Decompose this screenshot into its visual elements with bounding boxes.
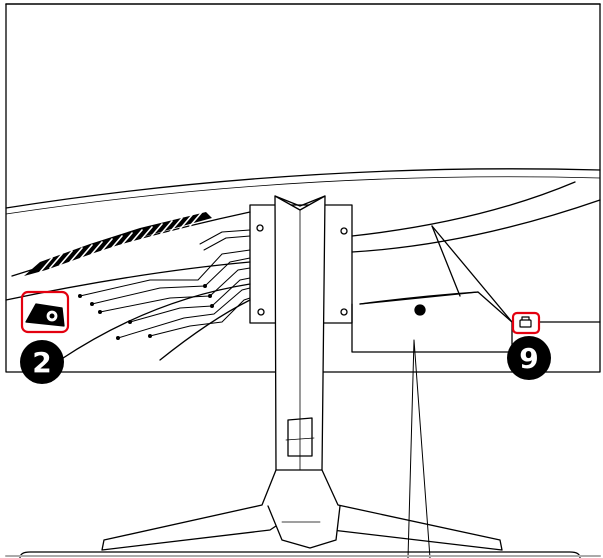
kensington-lock-highlight <box>511 311 541 335</box>
callout-badge <box>507 336 551 380</box>
callout-number: 9 <box>519 342 538 375</box>
kensington-lock-slot <box>511 311 541 335</box>
neck-top-bevel <box>274 195 326 207</box>
stand-neck <box>274 195 326 471</box>
vent-grille-gaps <box>39 211 203 273</box>
rear-sweep-left-2 <box>159 299 251 361</box>
port-cover-box <box>351 291 513 353</box>
vesa-screw-icon <box>256 224 264 232</box>
port-cover-panel <box>351 225 601 353</box>
rear-sweep-left <box>59 283 251 361</box>
lock-icon <box>519 319 532 328</box>
port-cover-top <box>359 291 479 305</box>
vesa-screw-icon <box>340 308 348 316</box>
port-cover-diagonal <box>431 225 513 323</box>
port-cover-edge <box>431 225 461 297</box>
rear-panel-contour-bottom <box>5 261 251 301</box>
callout-9: 9 <box>507 336 551 380</box>
screw-hole <box>414 304 426 316</box>
callout-badge <box>20 340 64 384</box>
joystick-highlight <box>20 290 70 334</box>
leader-line-center <box>407 339 431 558</box>
stand-leg-left <box>101 469 283 551</box>
joystick-button <box>20 290 70 334</box>
curved-lower-edge-inner <box>5 176 601 215</box>
stand-hub <box>267 505 341 549</box>
vesa-screw-icon <box>257 308 265 316</box>
cable-clip <box>287 417 313 457</box>
stand-base <box>101 469 503 551</box>
vesa-screw-icon <box>340 227 348 235</box>
rear-panel-contour-right <box>351 181 576 237</box>
rear-panel-contour-right-2 <box>351 199 601 253</box>
callout-2: 2 <box>20 340 64 384</box>
table-edge <box>19 551 581 558</box>
circuit-nodes <box>78 284 214 340</box>
callout-number: 2 <box>32 346 51 379</box>
curved-lower-edge <box>5 168 601 209</box>
